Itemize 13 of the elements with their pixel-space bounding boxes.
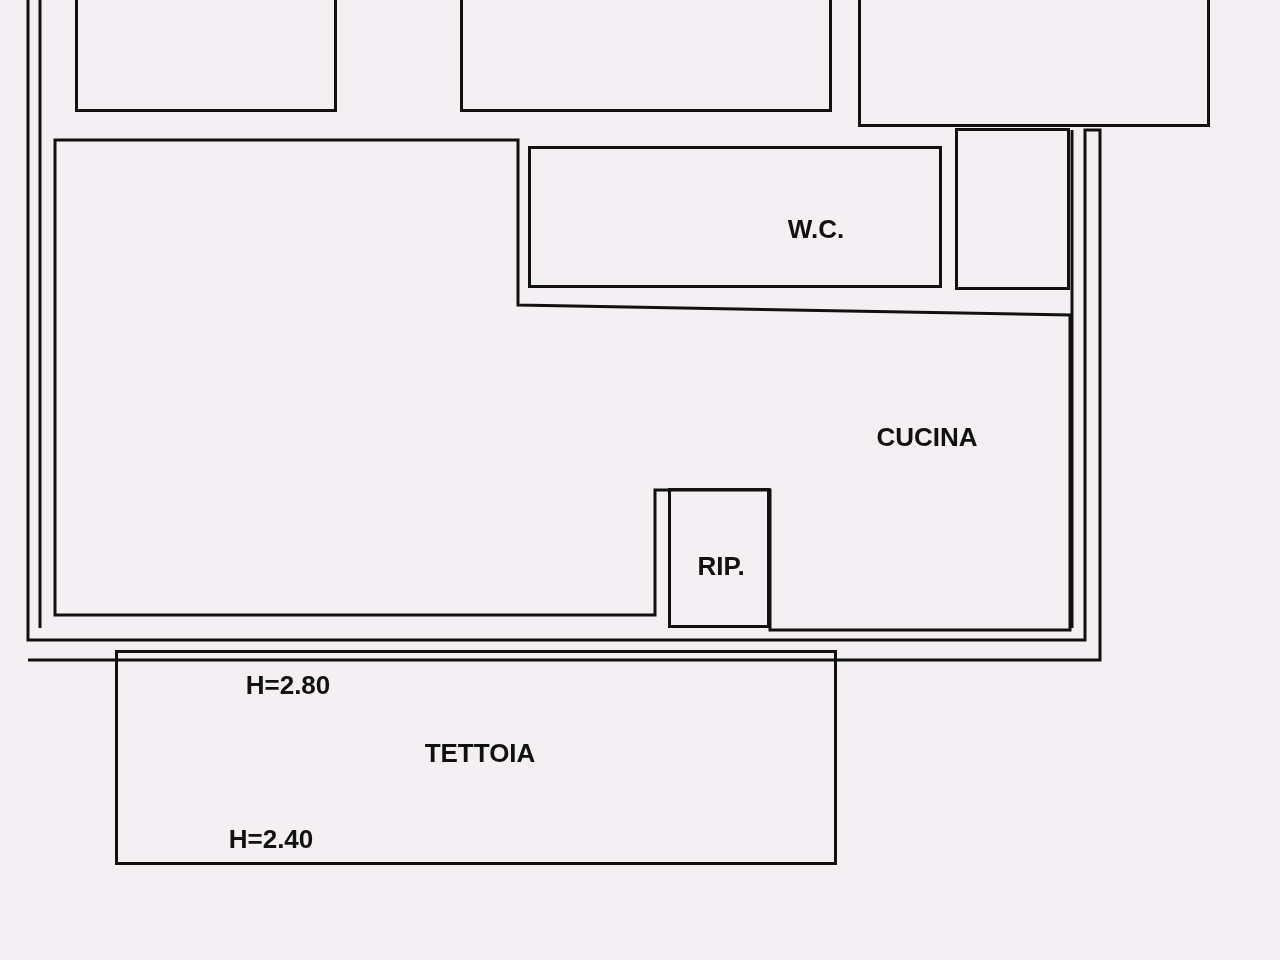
room-outline: [955, 128, 1070, 290]
height-label: H=2.40: [228, 823, 314, 855]
room-outline: [460, 0, 832, 112]
room-outline: [115, 650, 837, 865]
room-label: W.C.: [787, 213, 845, 245]
room-outline: [528, 146, 942, 288]
height-label: H=2.80: [245, 669, 331, 701]
room-outline: [668, 488, 770, 628]
room-label: TETTOIA: [424, 737, 536, 769]
room-outline: [75, 0, 337, 112]
room-label: RIP.: [697, 550, 745, 582]
room-outline: [858, 0, 1210, 127]
room-label: CUCINA: [876, 421, 978, 453]
